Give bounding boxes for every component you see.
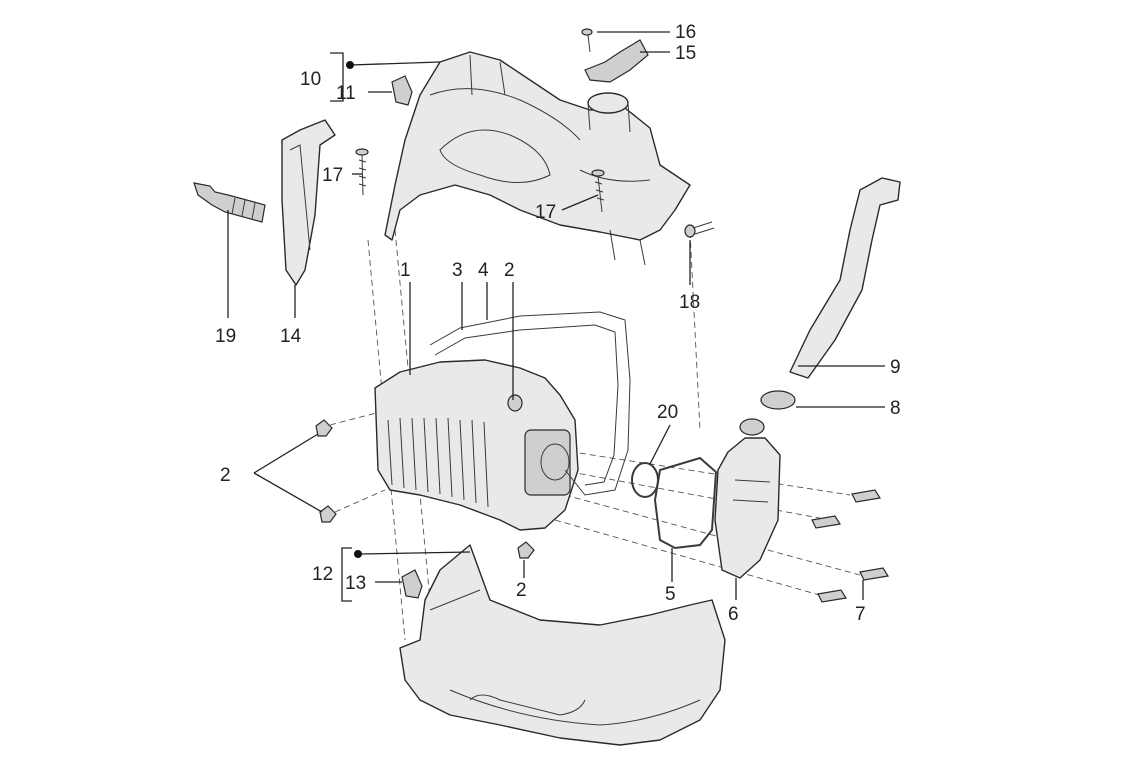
- clip-11: [391, 75, 413, 106]
- callout-2-bottom: 2: [516, 580, 527, 601]
- callout-18: 18: [679, 292, 700, 313]
- bolt-7-b: [811, 515, 841, 529]
- clip-13: [401, 569, 423, 599]
- breather-housing: [714, 418, 781, 579]
- gasket-5: [653, 456, 718, 550]
- bolt-18: [684, 221, 715, 238]
- bolt-17-left: [355, 148, 369, 196]
- heat-shield: [281, 119, 336, 286]
- leader-lines: [227, 31, 885, 602]
- spark-plug: [193, 182, 266, 223]
- callout-5: 5: [665, 584, 676, 605]
- bolt-2-bottom: [517, 541, 535, 559]
- bolt-7-c: [859, 567, 889, 581]
- callout-16: 16: [675, 22, 696, 43]
- gasket-outer: [429, 311, 631, 496]
- callout-9: 9: [890, 357, 901, 378]
- callout-15: 15: [675, 43, 696, 64]
- o-ring-20: [631, 462, 659, 498]
- bolt-2-upper-left: [315, 419, 333, 437]
- callout-labels: 1 2 2 2 3 4 5 6 7 8 9 10 11 12 13 14 15 …: [215, 22, 901, 625]
- bolt-2-lower-left: [319, 505, 337, 523]
- callout-7: 7: [855, 604, 866, 625]
- bolt-17-right: [591, 169, 605, 213]
- callout-17-right: 17: [535, 202, 556, 223]
- callout-11: 11: [336, 83, 356, 104]
- callout-2-top: 2: [504, 260, 515, 281]
- bolt-7-d: [817, 589, 847, 603]
- callout-13: 13: [345, 573, 366, 594]
- callout-4: 4: [478, 260, 489, 281]
- clamp-15: [584, 39, 649, 83]
- callout-10: 10: [300, 69, 321, 90]
- gasket-inner: [434, 324, 619, 486]
- callout-8: 8: [890, 398, 901, 419]
- callout-20: 20: [657, 402, 678, 423]
- group-dot-10: [346, 61, 354, 69]
- callout-1: 1: [400, 260, 411, 281]
- breather-hose: [789, 177, 901, 379]
- callout-2-left: 2: [220, 465, 231, 486]
- callout-19: 19: [215, 326, 236, 347]
- hose-clamp-8: [760, 390, 796, 410]
- upper-shroud: [384, 51, 691, 266]
- callout-6: 6: [728, 604, 739, 625]
- callout-17-left: 17: [322, 165, 343, 186]
- cylinder-head-cover: [374, 359, 579, 531]
- lower-shroud: [399, 544, 726, 746]
- screw-16: [581, 28, 593, 53]
- bolt-7-a: [851, 489, 881, 503]
- group-dot-12: [354, 550, 362, 558]
- callout-14: 14: [280, 326, 302, 347]
- callout-12: 12: [312, 564, 333, 585]
- callout-3: 3: [452, 260, 463, 281]
